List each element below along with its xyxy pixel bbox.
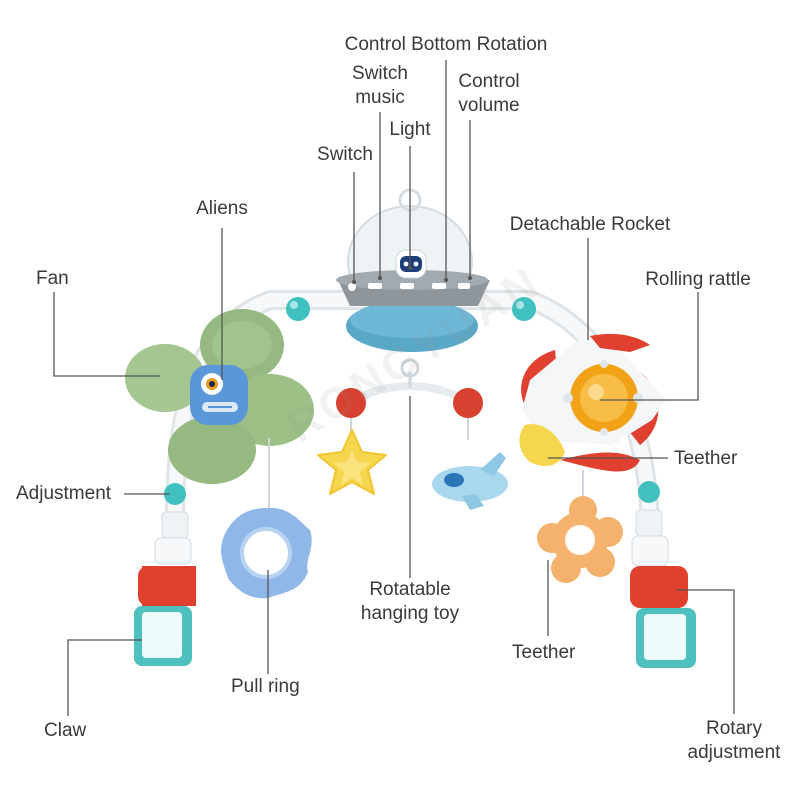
- label-claw: Claw: [44, 720, 87, 741]
- left-claw: [134, 511, 196, 666]
- leader-lines: [53, 60, 735, 716]
- leader-fan: [53, 292, 160, 377]
- flower-teether: [537, 496, 623, 583]
- right-claw: [630, 509, 696, 668]
- plane-toy: [432, 452, 508, 510]
- label-pull-ring: Pull ring: [231, 676, 300, 697]
- leader-rolling-rattle: [600, 292, 699, 401]
- label-control-volume: Control volume: [458, 71, 520, 116]
- ufo-music-box: [336, 188, 490, 378]
- arch-joint-right-top: [512, 297, 536, 321]
- label-aliens: Aliens: [196, 198, 248, 219]
- label-control-bottom-rotation: Control Bottom Rotation: [344, 34, 548, 55]
- adjustment-joint: [164, 483, 186, 505]
- label-fan: Fan: [36, 268, 69, 289]
- rotatable-hanging-toy: [317, 372, 508, 510]
- label-rotary-adjustment: Rotary adjustment: [687, 718, 781, 763]
- label-adjustment: Adjustment: [16, 483, 112, 504]
- alien-toy: [190, 365, 248, 425]
- detachable-rocket: [521, 333, 666, 472]
- label-detachable-rocket: Detachable Rocket: [509, 214, 671, 235]
- yellow-teether: [519, 424, 565, 467]
- label-light: Light: [389, 119, 431, 140]
- label-teether-right: Teether: [674, 448, 738, 469]
- arch-joint-left-top: [286, 297, 310, 321]
- label-rolling-rattle: Rolling rattle: [645, 269, 751, 290]
- label-switch: Switch: [317, 144, 373, 165]
- right-adjustment-joint: [638, 481, 660, 503]
- pull-ring: [221, 507, 312, 599]
- leader-dots: [352, 266, 472, 284]
- leader-claw: [67, 639, 142, 716]
- leader-rotary-adjustment: [676, 589, 735, 714]
- label-rotatable-hanging-toy: Rotatable hanging toy: [360, 579, 460, 624]
- label-switch-music: Switch music: [352, 63, 408, 108]
- label-teether-bottom: Teether: [512, 642, 576, 663]
